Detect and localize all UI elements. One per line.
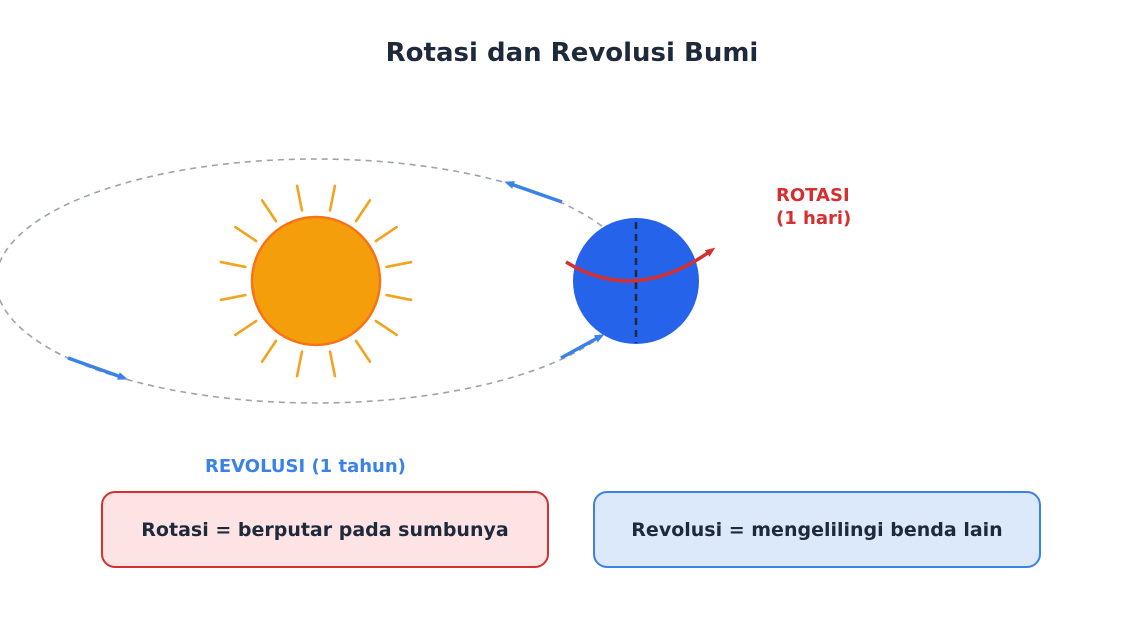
sun-ray — [219, 260, 247, 269]
sun-ray — [234, 225, 258, 243]
rotation-label: ROTASI (1 hari) — [776, 184, 851, 230]
sun-ray — [260, 199, 278, 223]
rotation-arrow — [565, 247, 716, 283]
rotation-label-title: ROTASI — [776, 185, 850, 206]
sun-rays — [219, 184, 413, 378]
sun-ray — [328, 184, 337, 212]
sun-ray — [354, 199, 372, 223]
revolution-arrow-right — [560, 334, 605, 360]
sun-ray — [385, 293, 413, 302]
rotation-definition-box: Rotasi = berputar pada sumbunya — [101, 491, 549, 568]
revolution-arrow-left — [67, 356, 128, 380]
sun-ray — [354, 339, 372, 363]
sun-ray — [260, 339, 278, 363]
sun-ray — [295, 184, 304, 212]
sun-ray — [374, 225, 398, 243]
rotation-label-period: (1 hari) — [776, 208, 852, 229]
revolution-definition-box: Revolusi = mengelilingi benda lain — [593, 491, 1041, 568]
sun-ray — [385, 260, 413, 269]
sun-ray — [374, 319, 398, 337]
revolution-label: REVOLUSI (1 tahun) — [205, 456, 406, 477]
sun-ray — [295, 350, 304, 378]
sun-icon — [250, 215, 382, 347]
sun-ray — [234, 319, 258, 337]
diagram-title: Rotasi dan Revolusi Bumi — [385, 38, 759, 68]
sun-ray — [328, 350, 337, 378]
sun-ray — [219, 293, 247, 302]
revolution-arrow-top — [504, 181, 563, 204]
